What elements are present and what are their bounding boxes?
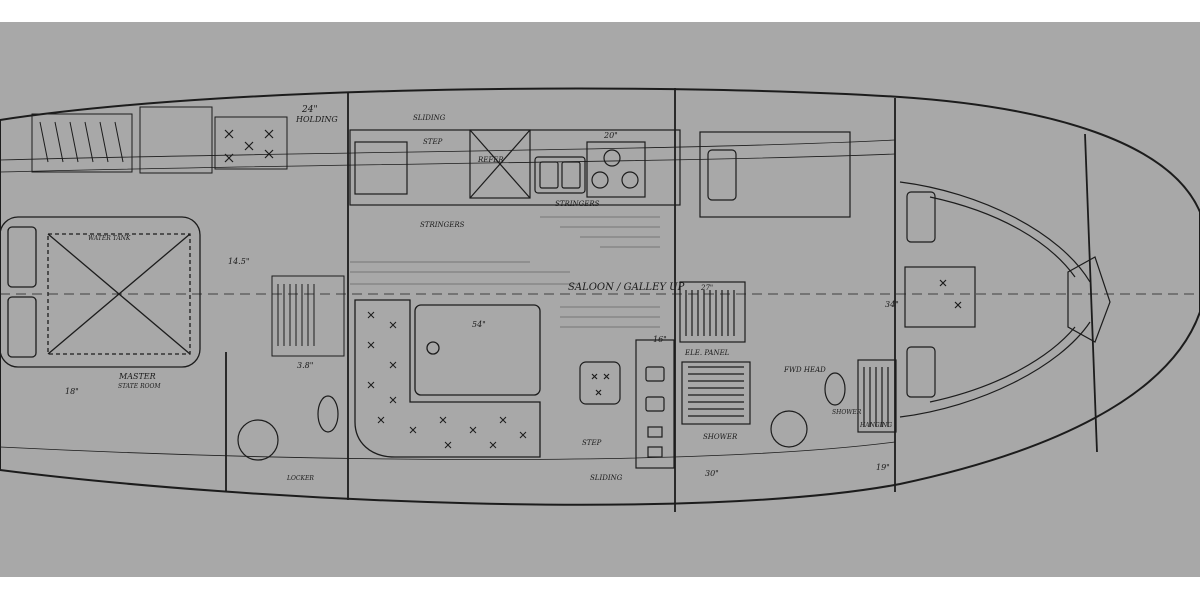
label-34-dim: 34"	[885, 300, 899, 309]
bulkheads	[225, 88, 1098, 512]
label-shower-aft: SHOWER	[703, 433, 738, 441]
label-fwd-head: FWD HEAD	[783, 366, 826, 374]
label-38-dim: 3.8"	[297, 361, 313, 370]
label-20-dim: 20"	[603, 131, 618, 140]
label-145-dim: 14.5"	[228, 257, 250, 266]
label-saloon: SALOON / GALLEY UP	[568, 282, 685, 293]
label-stringers-left: STRINGERS	[420, 221, 465, 229]
label-reefer: REFER	[477, 156, 504, 164]
dinette-settee	[354, 299, 541, 458]
master-berth	[0, 216, 201, 368]
label-24-dim: 24"	[301, 105, 318, 115]
saloon-chair	[579, 339, 675, 469]
label-shower-fwd: SHOWER	[832, 409, 862, 416]
v-berth	[899, 181, 1111, 418]
label-30-dim: 30"	[705, 469, 719, 478]
label-sliding-top: SLIDING	[413, 114, 446, 122]
label-master: MASTER	[118, 372, 156, 381]
label-step-low: STEP	[582, 439, 602, 447]
aft-lockers	[31, 106, 288, 174]
galley-counter	[349, 129, 681, 206]
label-sliding-low: SLIDING	[590, 474, 623, 482]
label-19-dim: 19"	[876, 463, 890, 472]
label-elec-panel: ELE. PANEL	[684, 349, 730, 357]
label-step-top: STEP	[423, 138, 443, 146]
forward-cabins	[679, 131, 897, 448]
companionway-stairs	[271, 275, 345, 357]
label-stringers-mid: STRINGERS	[555, 200, 600, 208]
boat-floor-plan: 24" HOLDING SLIDING STEP REFER 20" STRIN…	[0, 87, 1200, 512]
aft-head	[237, 395, 339, 461]
label-locker: LOCKER	[286, 475, 314, 482]
label-water-tank: WATER TANK	[88, 235, 131, 242]
label-holding: HOLDING	[295, 115, 338, 124]
label-18-dim: 18"	[65, 387, 79, 396]
label-27-dim: 27"	[700, 284, 713, 292]
label-16-dim: 16"	[653, 335, 667, 344]
label-54-dim: 54"	[472, 320, 486, 329]
saloon-floor-lines	[350, 216, 660, 328]
label-hanging: HANGING	[859, 422, 892, 429]
drawing-backdrop: 24" HOLDING SLIDING STEP REFER 20" STRIN…	[0, 22, 1200, 577]
label-master-sub: STATE ROOM	[118, 383, 161, 390]
